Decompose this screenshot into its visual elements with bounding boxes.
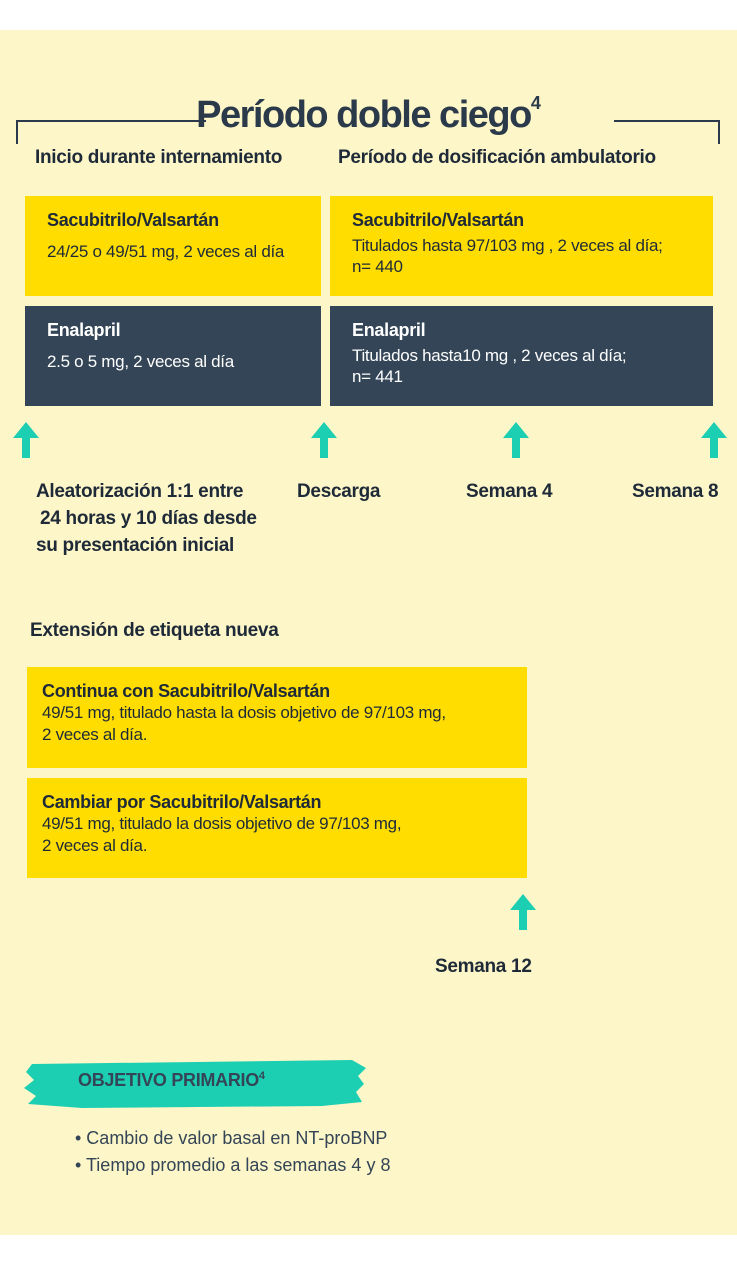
box-title: Sacubitrilo/Valsartán	[47, 210, 219, 230]
randomization-line: 24 horas y 10 días desde	[40, 508, 257, 529]
randomization-line: Aleatorización 1:1 entre	[36, 481, 244, 502]
outpatient-sacubitril-box: Sacubitrilo/Valsartán Titulados hasta 97…	[330, 196, 713, 296]
extension-continue-box: Continua con Sacubitrilo/Valsartán 49/51…	[27, 667, 527, 768]
bracket-right-horizontal	[614, 120, 720, 122]
box-dose: 49/51 mg, titulado la dosis objetivo de …	[42, 814, 402, 833]
objective-label: OBJETIVO PRIMARIO4	[78, 1070, 265, 1091]
objective-brush-stroke	[24, 1060, 366, 1108]
phase-label-inpatient: Inicio durante internamiento	[35, 147, 283, 168]
box-title: Sacubitrilo/Valsartán	[352, 210, 524, 230]
box-dose: Titulados hasta 97/103 mg , 2 veces al d…	[352, 236, 663, 255]
bracket-right-vertical	[718, 120, 720, 144]
timeline-week8: Semana 8	[632, 481, 719, 502]
timeline-randomization: Aleatorización 1:1 entre 24 horas y 10 d…	[36, 478, 257, 559]
timeline-week4: Semana 4	[466, 481, 553, 502]
box-n: n= 440	[352, 257, 403, 276]
objective-text: OBJETIVO PRIMARIO	[78, 1070, 259, 1090]
extension-label: Extensión de etiqueta nueva	[30, 620, 279, 641]
arrow-up-icon	[510, 894, 536, 930]
phase-label-outpatient: Período de dosificación ambulatorio	[338, 147, 656, 168]
box-n: n= 441	[352, 367, 403, 386]
inpatient-sacubitril-box: Sacubitrilo/Valsartán 24/25 o 49/51 mg, …	[25, 196, 321, 296]
extension-switch-box: Cambiar por Sacubitrilo/Valsartán 49/51 …	[27, 778, 527, 878]
list-item: • Tiempo promedio a las semanas 4 y 8	[75, 1155, 391, 1175]
list-item: • Cambio de valor basal en NT-proBNP	[75, 1128, 388, 1148]
box-frequency: 2 veces al día.	[42, 836, 148, 855]
timeline-week12: Semana 12	[435, 956, 532, 977]
arrow-up-icon	[13, 422, 39, 458]
randomization-line: su presentación inicial	[36, 535, 234, 556]
title-text: Período doble ciego	[196, 94, 532, 136]
box-title: Cambiar por Sacubitrilo/Valsartán	[42, 792, 322, 812]
arrow-up-icon	[701, 422, 727, 458]
objective-superscript: 4	[258, 1070, 265, 1082]
timeline-discharge: Descarga	[297, 481, 381, 502]
objective-list: • Cambio de valor basal en NT-proBNP • T…	[75, 1125, 390, 1179]
page-title: Período doble ciego4	[0, 93, 737, 137]
box-dose: 2.5 o 5 mg, 2 veces al día	[47, 352, 234, 371]
outpatient-enalapril-box: Enalapril Titulados hasta10 mg , 2 veces…	[330, 306, 713, 406]
box-title: Enalapril	[47, 320, 121, 340]
title-superscript: 4	[530, 93, 541, 114]
box-dose: 49/51 mg, titulado hasta la dosis objeti…	[42, 703, 446, 722]
box-dose: Titulados hasta10 mg , 2 veces al día;	[352, 346, 627, 365]
box-title: Continua con Sacubitrilo/Valsartán	[42, 681, 330, 701]
bracket-left-horizontal	[16, 120, 206, 122]
box-dose: 24/25 o 49/51 mg, 2 veces al día	[47, 242, 285, 261]
box-title: Enalapril	[352, 320, 426, 340]
arrow-up-icon	[503, 422, 529, 458]
inpatient-enalapril-box: Enalapril 2.5 o 5 mg, 2 veces al día	[25, 306, 321, 406]
bracket-left-vertical	[16, 120, 18, 144]
box-frequency: 2 veces al día.	[42, 725, 148, 744]
arrow-up-icon	[311, 422, 337, 458]
